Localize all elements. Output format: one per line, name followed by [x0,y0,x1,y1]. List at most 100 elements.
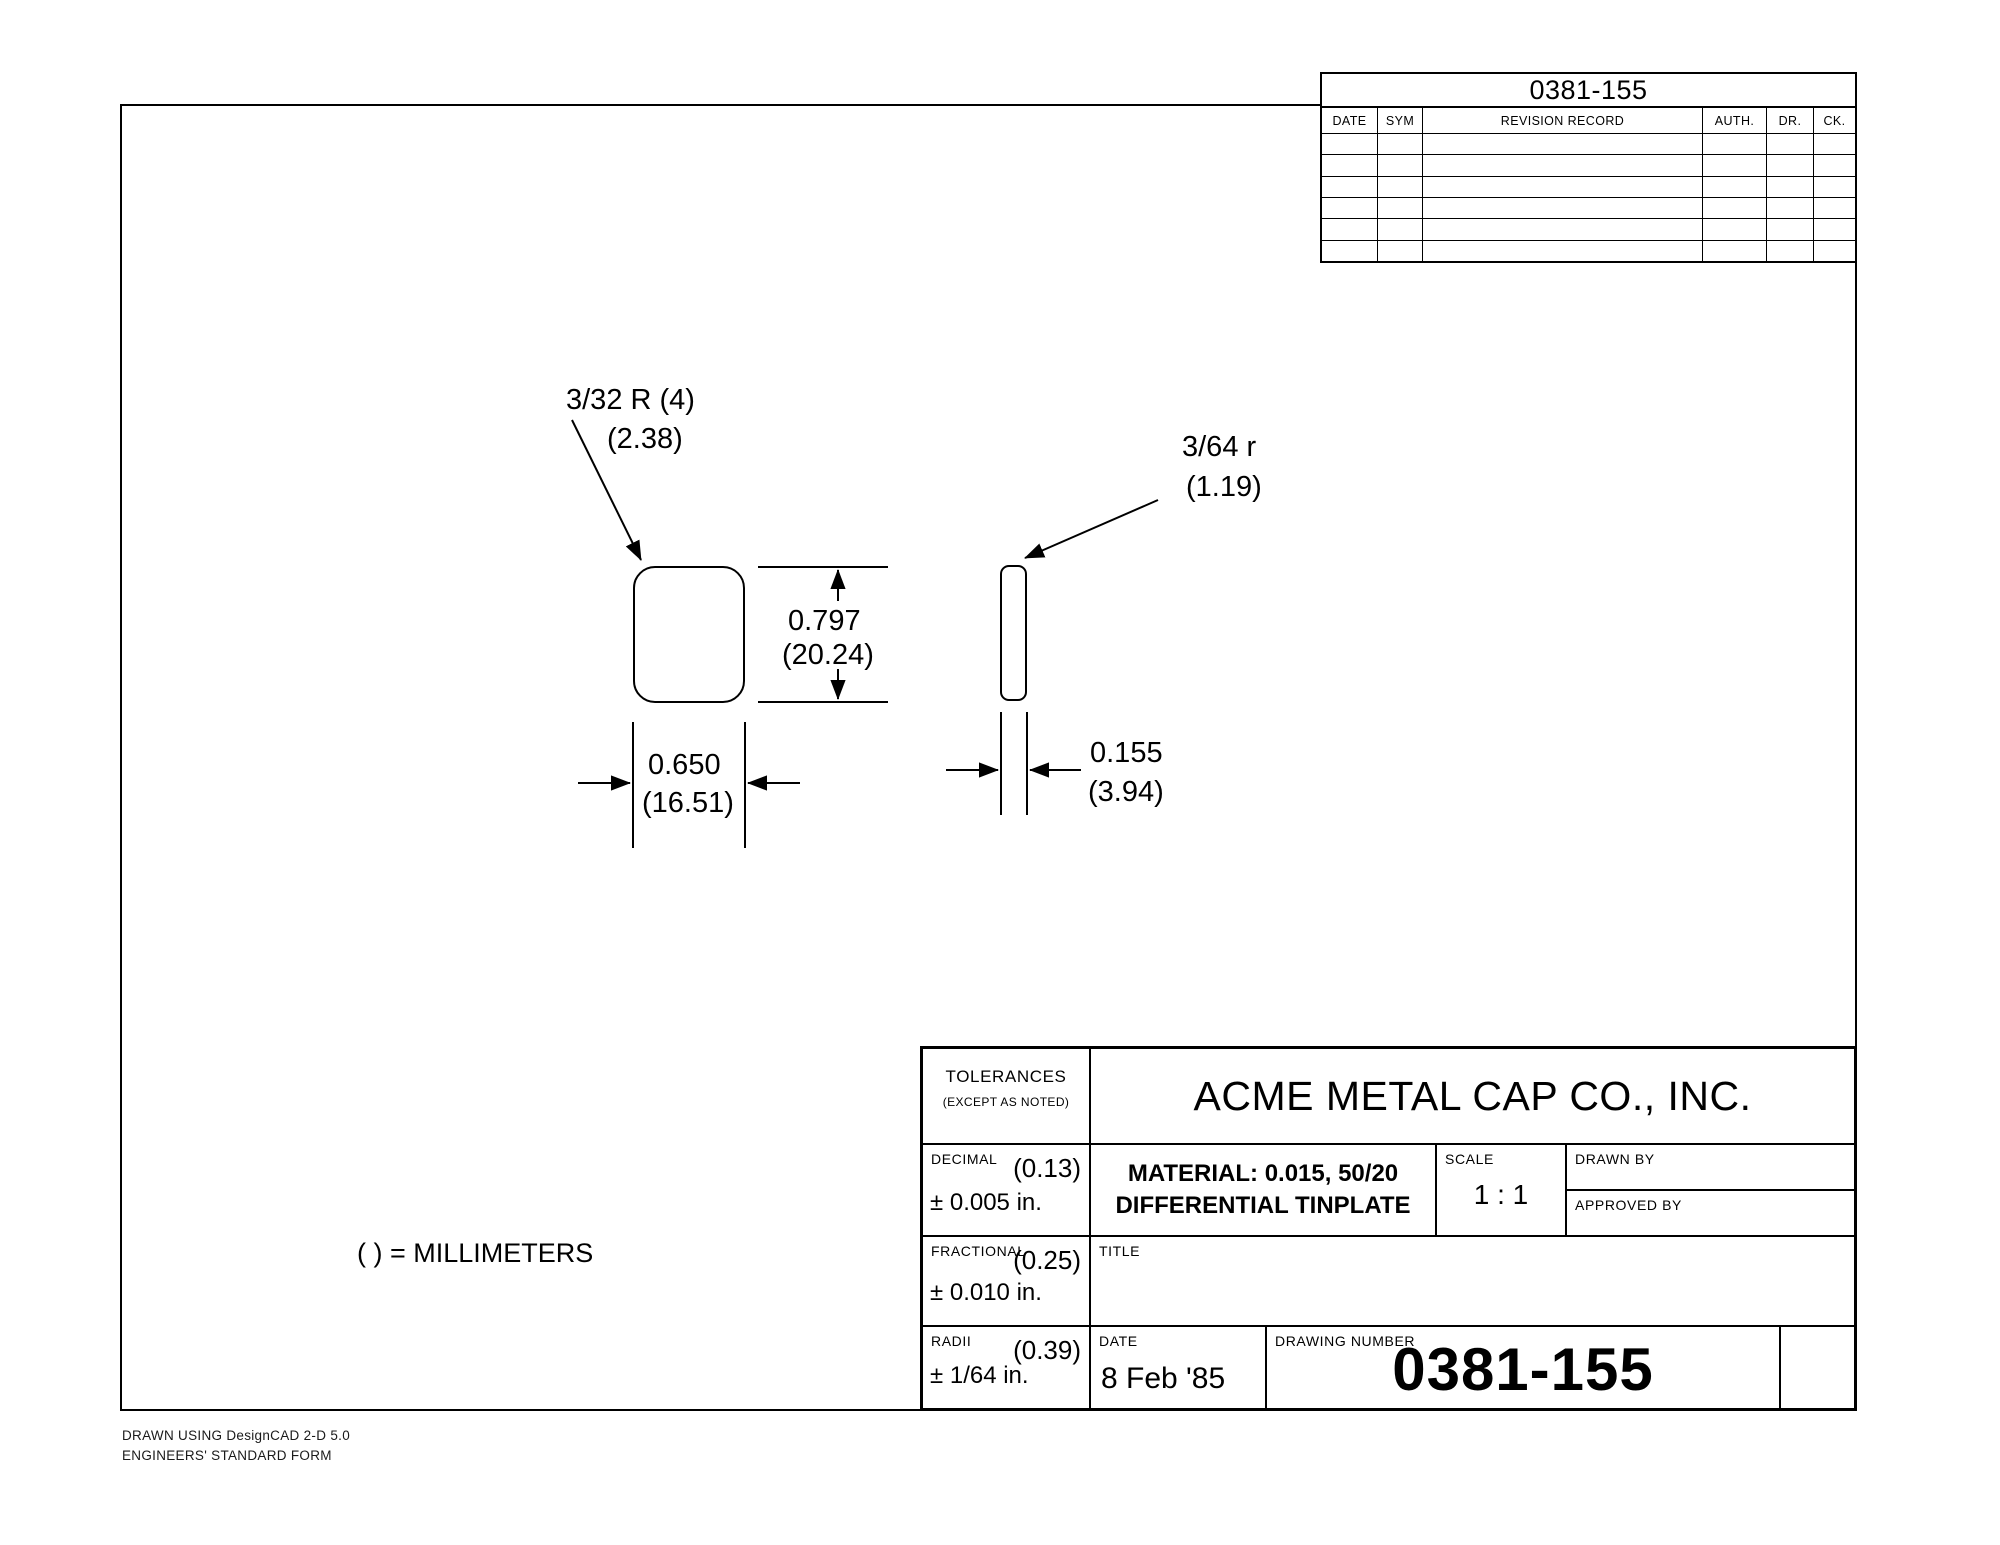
revision-empty-cell [1702,197,1766,219]
revision-empty-cell [1377,155,1422,176]
revision-empty-cell [1813,134,1855,155]
drawing-number-cell: DRAWING NUMBER 0381-155 [1265,1327,1779,1408]
revision-empty-cell [1702,155,1766,176]
part-side-view [1000,565,1027,701]
side-radius-label: 3/64 r [1182,431,1257,463]
revision-empty-cell [1422,197,1702,219]
revision-empty-cell [1422,155,1702,176]
drawing-number-label: DRAWING NUMBER [1275,1333,1416,1349]
signatures-cell: DRAWN BY APPROVED BY [1565,1145,1854,1235]
revision-empty-cell [1766,134,1813,155]
title-block-spare-cell [1779,1327,1854,1408]
revision-col-date: DATE [1332,113,1367,128]
revision-empty-cell [1422,134,1702,155]
revision-empty-cell [1813,219,1855,240]
width-dimension-in: 0.650 [648,749,721,781]
revision-empty-cell [1377,197,1422,219]
millimeters-note: ( ) = MILLIMETERS [357,1238,594,1268]
fractional-tolerance-cell: FRACTIONAL (0.25) ± 0.010 in. [923,1237,1089,1325]
side-radius-mm-label: (1.19) [1186,471,1262,503]
drawing-number-value: 0381-155 [1392,1336,1654,1403]
date-cell: DATE 8 Feb '85 [1089,1327,1265,1408]
scale-value: 1 : 1 [1473,1179,1529,1210]
revision-empty-cell [1813,240,1855,261]
revision-col-ck: CK. [1813,108,1855,133]
approved-by-cell: APPROVED BY [1567,1189,1854,1235]
approved-by-label: APPROVED BY [1575,1197,1682,1213]
material-line-1: MATERIAL: 0.015, 50/20 [1127,1159,1399,1187]
revision-empty-cell [1377,176,1422,197]
material-line-2: DIFFERENTIAL TINPLATE [1115,1192,1411,1219]
fractional-tolerance-value: ± 0.010 in. [930,1279,1042,1306]
revision-empty-cell [1377,219,1422,240]
company-name: ACME METAL CAP CO., INC. [1193,1072,1752,1119]
revision-empty-cell [1766,219,1813,240]
revision-empty-cell [1702,134,1766,155]
revision-empty-cell [1322,134,1377,154]
revision-empty-cell [1813,155,1855,176]
revision-table-header-row: DATE SYM REVISION RECORD AUTH. DR. CK. [1322,108,1855,133]
revision-empty-row [1322,133,1855,155]
revision-empty-cell [1377,240,1422,261]
radii-label: RADII [931,1333,972,1349]
radii-mm-value: (0.39) [1013,1335,1081,1365]
company-cell: ACME METAL CAP CO., INC. [1089,1049,1854,1143]
revision-empty-cell [1766,240,1813,261]
title-block-row-2: DECIMAL (0.13) ± 0.005 in. MATERIAL: 0.0… [923,1143,1854,1235]
revision-empty-row [1322,218,1855,240]
decimal-label: DECIMAL [931,1151,998,1167]
revision-col-sym: SYM [1377,108,1422,133]
revision-empty-cell [1813,176,1855,197]
fractional-label: FRACTIONAL [931,1243,1026,1259]
title-block-row-4: RADII (0.39) ± 1/64 in. DATE 8 Feb '85 D… [923,1325,1854,1408]
revision-empty-rows [1322,133,1855,261]
revision-empty-cell [1702,240,1766,261]
thickness-dimension-mm: (3.94) [1088,776,1164,808]
radii-tolerance-cell: RADII (0.39) ± 1/64 in. [923,1327,1089,1408]
date-label: DATE [1099,1333,1138,1349]
revision-col-record: REVISION RECORD [1422,108,1702,133]
revision-empty-cell [1422,219,1702,240]
drawn-by-cell: DRAWN BY [1567,1145,1854,1189]
revision-empty-cell [1766,176,1813,197]
title-block-row-3: FRACTIONAL (0.25) ± 0.010 in. TITLE [923,1235,1854,1325]
revision-col-dr: DR. [1766,108,1813,133]
footer-note: DRAWN USING DesignCAD 2-D 5.0 ENGINEERS'… [122,1426,350,1467]
title-block-row-1: TOLERANCES (EXCEPT AS NOTED) ACME METAL … [923,1049,1854,1143]
thickness-dimension-in: 0.155 [1090,737,1163,769]
decimal-mm-value: (0.13) [1013,1153,1081,1183]
scale-cell: SCALE 1 : 1 [1435,1145,1565,1235]
title-block: TOLERANCES (EXCEPT AS NOTED) ACME METAL … [920,1046,1857,1411]
revision-empty-cell [1322,155,1377,175]
height-dimension-in: 0.797 [788,605,861,637]
tolerances-note: (EXCEPT AS NOTED) [942,1095,1070,1109]
scale-label: SCALE [1445,1151,1494,1167]
revision-empty-cell [1422,240,1702,261]
revision-empty-cell [1702,219,1766,240]
footer-note-line-1: DRAWN USING DesignCAD 2-D 5.0 [122,1428,350,1443]
revision-empty-row [1322,196,1855,219]
title-cell: TITLE [1089,1237,1854,1325]
date-value: 8 Feb '85 [1101,1362,1226,1395]
drawn-by-label: DRAWN BY [1575,1151,1655,1167]
revision-empty-cell [1322,177,1377,197]
revision-empty-cell [1702,176,1766,197]
revision-empty-cell [1422,176,1702,197]
radii-tolerance-value: ± 1/64 in. [930,1362,1029,1389]
revision-empty-row [1322,154,1855,176]
revision-empty-cell [1322,198,1377,218]
corner-radius-mm-label: (2.38) [607,423,683,455]
revision-empty-cell [1377,134,1422,155]
revision-empty-cell [1766,197,1813,219]
part-front-view [633,566,745,703]
revision-empty-cell [1813,197,1855,219]
width-dimension-mm: (16.51) [642,787,734,819]
revision-col-auth: AUTH. [1702,108,1766,133]
decimal-tolerance-value: ± 0.005 in. [930,1189,1042,1216]
title-label: TITLE [1099,1243,1141,1259]
revision-empty-cell [1322,241,1377,261]
revision-empty-row [1322,239,1855,261]
revision-empty-cell [1766,155,1813,176]
revision-record-table: 0381-155 DATE SYM REVISION RECORD AUTH. … [1320,72,1857,263]
